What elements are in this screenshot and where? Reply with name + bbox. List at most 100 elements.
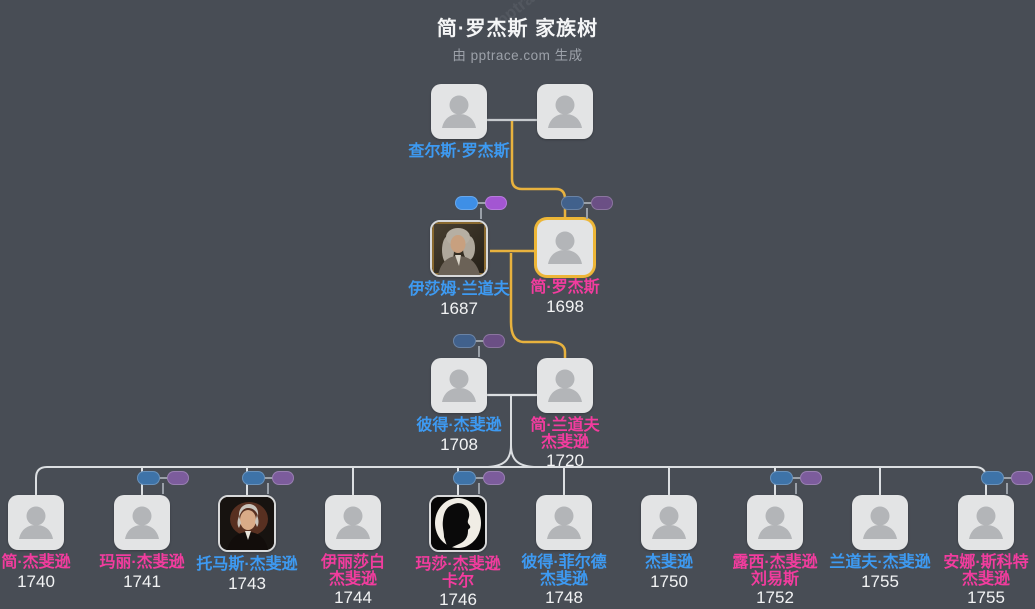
gen3-father-name: 彼得·杰斐逊 — [416, 417, 502, 434]
person-silhouette-icon — [548, 369, 582, 402]
name-line: 玛莎·杰斐逊 — [415, 556, 501, 573]
collapsed-parents-toggle-gen3-father[interactable] — [453, 334, 505, 357]
gen3-mother-card[interactable] — [537, 358, 593, 413]
collapsed-spouse-toggle-child-8[interactable] — [770, 471, 822, 494]
person-silhouette-icon — [548, 231, 582, 264]
child-year-10: 1755 — [967, 588, 1005, 607]
child-name-7: 杰斐逊 — [604, 554, 734, 572]
collapsed-spouse-toggle-child-10[interactable] — [981, 471, 1033, 494]
child-card-3[interactable] — [218, 495, 276, 552]
gen3-mother-name-line1: 简·兰道夫 — [530, 417, 600, 434]
gen1-father-card[interactable] — [431, 84, 487, 139]
child-card-4[interactable] — [325, 495, 381, 550]
male-pill-icon[interactable] — [561, 196, 584, 210]
gen1-father-name: 查尔斯·罗杰斯 — [408, 143, 510, 160]
female-pill-icon[interactable] — [800, 471, 822, 485]
male-pill-icon[interactable] — [981, 471, 1004, 485]
child-year-6: 1748 — [545, 588, 583, 607]
name-line: 简·杰斐逊 — [1, 554, 71, 571]
node-gen2-father: 伊莎姆·兰道夫 1687 — [394, 220, 524, 317]
collapsed-spouse-toggle-child-3[interactable] — [242, 471, 294, 494]
child-card-7[interactable] — [641, 495, 697, 550]
person-silhouette-icon — [19, 506, 53, 539]
male-pill-icon[interactable] — [453, 471, 476, 485]
child-year-2: 1741 — [123, 571, 161, 591]
child-name-3: 托马斯·杰斐逊 — [182, 556, 312, 574]
child-name-2: 玛丽·杰斐逊 — [77, 554, 207, 572]
collapsed-spouse-toggle-child-5[interactable] — [453, 471, 505, 494]
child-year-1: 1740 — [17, 571, 55, 591]
gen3-father-card[interactable] — [431, 358, 487, 413]
lineage-drop-gen1-gen2 — [510, 121, 567, 218]
collapsed-spouse-toggle-child-2[interactable] — [137, 471, 189, 494]
male-pill-icon[interactable] — [455, 196, 478, 210]
female-pill-icon[interactable] — [167, 471, 189, 485]
node-gen3-mother: 简·兰道夫 杰斐逊 1720 — [500, 358, 630, 469]
child-card-1[interactable] — [8, 495, 64, 550]
node-gen3-father: 彼得·杰斐逊 1708 — [394, 358, 524, 453]
page-subtitle: 由 pptrace.com 生成 — [452, 48, 583, 63]
person-silhouette-icon — [125, 506, 159, 539]
lineage-drop-gen2-gen3 — [509, 253, 567, 358]
male-pill-icon[interactable] — [770, 471, 793, 485]
child-card-10[interactable] — [958, 495, 1014, 550]
child-year-4: 1744 — [334, 588, 372, 607]
person-silhouette-icon — [442, 369, 476, 402]
collapsed-parents-toggle-gen2-father[interactable] — [455, 196, 507, 219]
node-gen1-mother — [500, 84, 630, 139]
female-pill-icon[interactable] — [272, 471, 294, 485]
child-card-9[interactable] — [852, 495, 908, 550]
child-card-6[interactable] — [536, 495, 592, 550]
child-name-9: 兰道夫·杰斐逊 — [815, 554, 945, 572]
name-line: 彼得·菲尔德 — [521, 554, 607, 571]
page-title: 简·罗杰斯 家族树 — [436, 18, 599, 40]
child-card-5[interactable] — [429, 495, 487, 552]
gen2-father-name: 伊莎姆·兰道夫 — [408, 281, 510, 298]
child-name-1: 简·杰斐逊 — [0, 554, 101, 572]
gen1-mother-card[interactable] — [537, 84, 593, 139]
female-pill-icon[interactable] — [591, 196, 613, 210]
name-line: 安娜·斯科特 — [943, 554, 1029, 571]
person-silhouette-icon — [442, 95, 476, 128]
name-line: 杰斐逊 — [328, 570, 377, 588]
gen3-father-year: 1708 — [440, 434, 478, 454]
child-card-8[interactable] — [747, 495, 803, 550]
person-silhouette-icon — [547, 506, 581, 539]
female-pill-icon[interactable] — [483, 471, 505, 485]
name-line: 玛丽·杰斐逊 — [99, 554, 185, 571]
person-silhouette-icon — [758, 506, 792, 539]
female-pill-icon[interactable] — [483, 334, 505, 348]
gen3-mother-name: 简·兰道夫 杰斐逊 — [500, 417, 630, 451]
thomas-jefferson-portrait — [220, 497, 274, 550]
martha-silhouette-portrait — [431, 497, 485, 550]
child-name-6: 彼得·菲尔德杰斐逊 — [499, 554, 629, 588]
name-line: 杰斐逊 — [644, 554, 693, 571]
child-year-3: 1743 — [228, 573, 266, 593]
gen2-mother-card-highlighted[interactable] — [537, 220, 593, 275]
node-gen2-mother-root: 简·罗杰斯 1698 — [500, 220, 630, 315]
gen2-father-card[interactable] — [430, 220, 488, 277]
female-pill-icon[interactable] — [485, 196, 507, 210]
male-pill-icon[interactable] — [242, 471, 265, 485]
male-pill-icon[interactable] — [137, 471, 160, 485]
collapsed-parents-toggle-gen2-mother[interactable] — [561, 196, 613, 219]
child-name-4: 伊丽莎白杰斐逊 — [288, 554, 418, 588]
child-card-2[interactable] — [114, 495, 170, 550]
name-line: 杰斐逊 — [961, 570, 1010, 588]
gen2-mother-year: 1698 — [546, 296, 584, 316]
male-pill-icon[interactable] — [453, 334, 476, 348]
person-silhouette-icon — [548, 95, 582, 128]
female-pill-icon[interactable] — [1011, 471, 1033, 485]
name-line: 刘易斯 — [750, 570, 799, 588]
child-year-8: 1752 — [756, 588, 794, 607]
name-line: 杰斐逊 — [539, 570, 588, 588]
gen2-father-year: 1687 — [440, 298, 478, 318]
